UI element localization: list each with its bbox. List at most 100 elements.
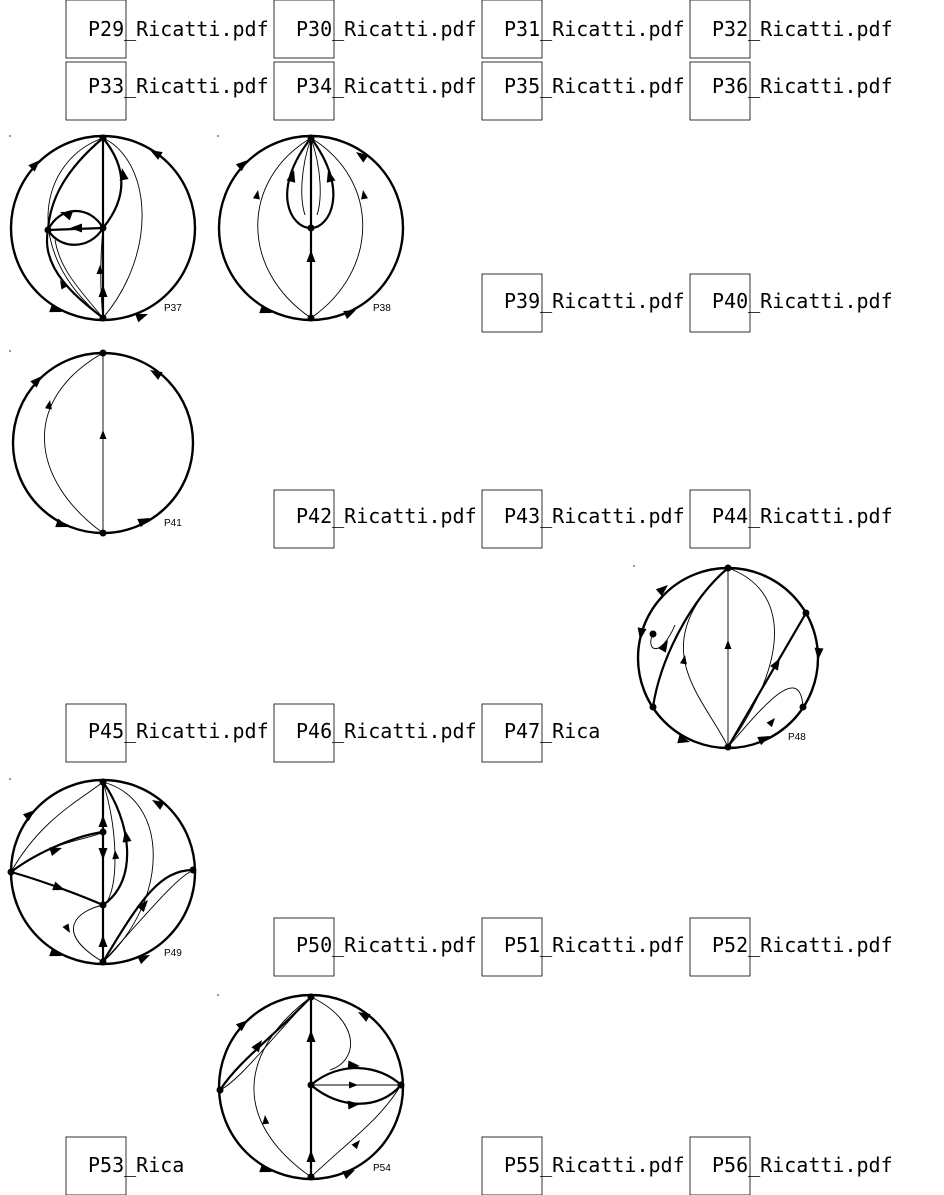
- panel-label: P49: [164, 948, 182, 959]
- equilibrium-point: [44, 226, 52, 234]
- placeholder-p44: P44_Ricatti.pdf: [689, 489, 893, 549]
- phase-portrait-p41: P41: [9, 349, 195, 537]
- placeholder-label: P46_Ricatti.pdf: [296, 719, 477, 743]
- placeholder-label: P32_Ricatti.pdf: [712, 17, 893, 41]
- placeholder-label: P45_Ricatti.pdf: [88, 719, 269, 743]
- trajectory: [219, 996, 312, 1091]
- placeholder-p51: P51_Ricatti.pdf: [481, 917, 685, 977]
- placeholder-label: P40_Ricatti.pdf: [712, 289, 893, 313]
- trajectory: [301, 137, 312, 216]
- placeholder-p50: P50_Ricatti.pdf: [273, 917, 477, 977]
- placeholder-p52: P52_Ricatti.pdf: [689, 917, 893, 977]
- arrowhead: [111, 849, 120, 860]
- arrowhead: [261, 1114, 270, 1125]
- placeholder-label: P42_Ricatti.pdf: [296, 504, 477, 528]
- equilibrium-point: [99, 778, 107, 786]
- placeholder-p36: P36_Ricatti.pdf: [689, 61, 893, 121]
- arrowhead: [52, 881, 67, 895]
- equilibrium-point: [189, 866, 197, 874]
- phase-portrait-p38: P38: [217, 134, 405, 322]
- placeholder-label: P52_Ricatti.pdf: [712, 933, 893, 957]
- trajectory: [683, 567, 729, 748]
- trajectory: [10, 830, 104, 873]
- placeholder-label: P29_Ricatti.pdf: [88, 17, 269, 41]
- trajectory: [47, 137, 104, 319]
- arrowhead: [347, 1099, 361, 1110]
- arrowhead: [99, 430, 107, 439]
- trajectory: [10, 831, 104, 873]
- equilibrium-point: [307, 993, 315, 1001]
- trajectory: [102, 781, 154, 963]
- trajectory: [102, 137, 123, 229]
- equilibrium-point: [99, 958, 107, 966]
- equilibrium-point: [307, 224, 315, 232]
- arrowhead: [62, 923, 74, 935]
- placeholder-label: P34_Ricatti.pdf: [296, 74, 477, 98]
- arrowhead: [306, 1150, 316, 1162]
- trajectory: [650, 624, 676, 649]
- trajectory: [102, 781, 129, 906]
- placeholder-p53: P53_Rica: [65, 1136, 184, 1195]
- placeholder-p33: P33_Ricatti.pdf: [65, 61, 269, 121]
- equilibrium-point: [99, 529, 107, 537]
- placeholder-label: P36_Ricatti.pdf: [712, 74, 893, 98]
- placeholder-p42: P42_Ricatti.pdf: [273, 489, 477, 549]
- placeholder-p46: P46_Ricatti.pdf: [273, 703, 477, 763]
- trajectory: [102, 871, 191, 963]
- equilibrium-point: [799, 703, 807, 711]
- equilibrium-point: [307, 314, 315, 322]
- placeholder-label: P51_Ricatti.pdf: [504, 933, 685, 957]
- placeholder-p56: P56_Ricatti.pdf: [689, 1136, 893, 1195]
- trajectory: [727, 567, 775, 748]
- equilibrium-point: [7, 868, 15, 876]
- equilibrium-point: [649, 703, 657, 711]
- placeholder-label: P56_Ricatti.pdf: [712, 1153, 893, 1177]
- arrowhead: [724, 640, 732, 649]
- trajectory: [310, 1084, 402, 1178]
- arrowhead: [58, 207, 73, 221]
- trajectory: [100, 227, 104, 319]
- trajectory: [102, 868, 194, 963]
- arrowhead: [359, 189, 369, 200]
- placeholder-label: P44_Ricatti.pdf: [712, 504, 893, 528]
- trajectory: [47, 227, 104, 246]
- placeholder-p40: P40_Ricatti.pdf: [689, 273, 893, 333]
- arrowhead: [766, 715, 778, 728]
- arrowhead: [98, 935, 108, 947]
- equilibrium-point: [99, 314, 107, 322]
- phase-portrait-p49: P49: [7, 778, 197, 966]
- phase-portrait-p48: P48: [633, 564, 824, 751]
- arrowhead: [120, 829, 132, 843]
- equilibrium-point: [99, 349, 107, 357]
- placeholder-p39: P39_Ricatti.pdf: [481, 273, 685, 333]
- arrowhead: [349, 1081, 358, 1089]
- arrowhead: [70, 223, 82, 233]
- placeholder-label: P50_Ricatti.pdf: [296, 933, 477, 957]
- trajectory: [46, 137, 104, 231]
- trajectory: [47, 209, 104, 231]
- arrowhead: [98, 848, 108, 860]
- trajectory: [257, 137, 312, 319]
- panel-label: P54: [373, 1163, 391, 1174]
- trajectory: [253, 996, 312, 1178]
- placeholder-p45: P45_Ricatti.pdf: [65, 703, 269, 763]
- trajectory: [10, 781, 104, 873]
- equilibrium-point: [307, 134, 315, 142]
- trajectory: [286, 137, 312, 230]
- trajectory: [310, 137, 335, 230]
- equilibrium-point: [99, 134, 107, 142]
- equilibrium-point: [99, 901, 107, 909]
- equilibrium-point: [216, 1086, 224, 1094]
- arrowhead: [147, 366, 163, 380]
- trajectory: [54, 239, 104, 319]
- arrowhead: [98, 815, 108, 827]
- equilibrium-point: [307, 1173, 315, 1181]
- equilibrium-point: [649, 630, 657, 638]
- equilibrium-point: [724, 743, 732, 751]
- phase-portrait-p54: P54: [216, 993, 405, 1181]
- equilibrium-point: [397, 1081, 405, 1089]
- trajectory: [310, 1066, 402, 1086]
- placeholder-p32: P32_Ricatti.pdf: [689, 0, 893, 59]
- arrowhead: [306, 250, 316, 262]
